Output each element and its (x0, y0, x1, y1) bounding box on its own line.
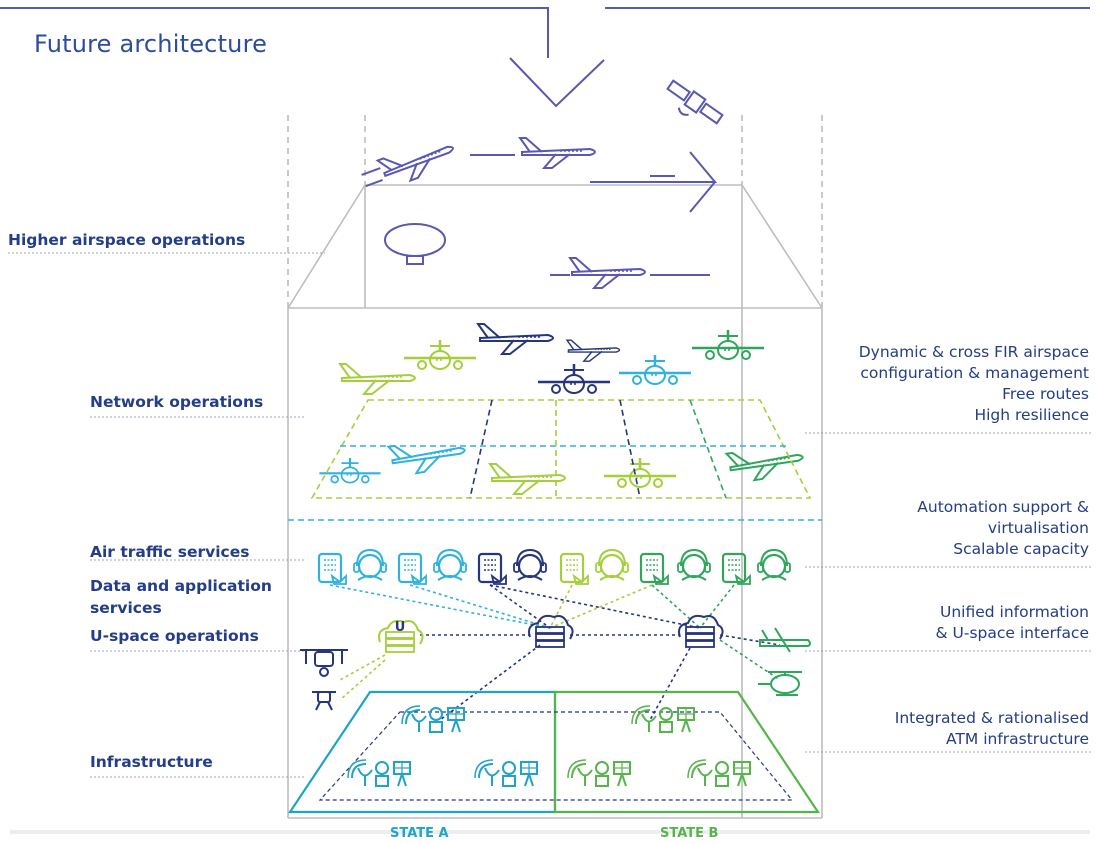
airplane-cyan-front-icon (617, 353, 693, 386)
airplane-navy-icon (477, 323, 554, 355)
airplane-lime-icon (339, 363, 416, 395)
benefit-integrated: Integrated & rationalised ATM infrastruc… (895, 708, 1089, 750)
benefit-unified: Unified information & U-space interface (936, 602, 1089, 644)
spaceplane-icon (550, 257, 710, 289)
business-jet-icon (470, 137, 596, 169)
helicopter-icon (758, 671, 802, 696)
drone-small-icon (312, 691, 336, 711)
data-server-icon (678, 614, 724, 648)
state-b-label: STATE B (660, 826, 719, 841)
benefit-automation-line: Scalable capacity (953, 540, 1089, 558)
building-frame (287, 115, 823, 819)
airplane-navy-front-icon (536, 362, 612, 395)
benefit-network: Dynamic & cross FIR airspace configurati… (859, 342, 1089, 426)
benefit-unified-line: Unified information (940, 603, 1089, 621)
benefit-integrated-line: Integrated & rationalised (894, 709, 1089, 727)
benefit-network-line: configuration & management (860, 364, 1089, 382)
atc-tablet-icon (721, 552, 752, 586)
radar-antenna-icon (687, 759, 751, 787)
atc-tablet-icon (639, 552, 670, 586)
data-server-icon (528, 614, 574, 648)
benefit-automation-line: Automation support & (917, 498, 1089, 516)
hypersonic-aircraft-icon (590, 151, 718, 213)
top-frame-lines (0, 7, 1090, 108)
radar-antenna-icon (631, 705, 695, 733)
benefit-integrated-line: ATM infrastructure (946, 730, 1089, 748)
benefit-automation: Automation support & virtualisation Scal… (917, 497, 1089, 560)
benefit-network-line: Dynamic & cross FIR airspace (858, 343, 1089, 361)
benefit-network-line: High resilience (974, 406, 1089, 424)
infrastructure-platform (287, 690, 821, 814)
satellite-icon (666, 79, 724, 125)
network-aircraft (318, 323, 806, 495)
atc-workstations (317, 548, 792, 586)
radar-antenna-icon (567, 759, 631, 787)
layer-label-infrastructure: Infrastructure (90, 753, 213, 771)
atc-headset-icon (352, 548, 388, 582)
benefit-automation-line: virtualisation (987, 519, 1089, 537)
higher-airspace-vehicles (361, 79, 724, 289)
atc-headset-icon (432, 548, 468, 582)
airship-icon (384, 223, 446, 265)
airplane-lime-front-icon (402, 338, 478, 371)
layer-label-data-app: Data and application services (90, 575, 272, 619)
airplane-cyan-side-icon (387, 435, 468, 478)
atc-tablet-icon (477, 552, 508, 586)
radar-antenna-icon (474, 759, 538, 787)
atc-headset-icon (756, 548, 792, 582)
atc-tablet-icon (397, 552, 428, 586)
radar-stations (347, 705, 751, 787)
airplane-navy-small-icon (566, 339, 621, 362)
airspace-grid (288, 399, 822, 521)
atc-headset-icon (676, 548, 712, 582)
label-leader-lines (8, 252, 1092, 778)
layer-label-data-app-line1: Data and application (90, 577, 272, 595)
light-aircraft-icon (759, 627, 811, 653)
benefit-network-line: Free routes (1002, 385, 1089, 403)
atc-tablet-icon (559, 552, 590, 586)
radar-antenna-icon (401, 705, 465, 733)
atc-headset-icon (512, 548, 548, 582)
benefit-unified-line: & U-space interface (935, 624, 1089, 642)
airplane-green-front-icon (690, 328, 766, 361)
layer-label-higher-airspace: Higher airspace operations (8, 231, 246, 249)
layer-label-network: Network operations (90, 393, 264, 411)
atc-tablet-icon (317, 552, 348, 586)
layer-label-uspace: U-space operations (90, 627, 259, 645)
layer-label-data-app-line2: services (90, 599, 162, 617)
airplane-lime-front2-icon (602, 456, 678, 489)
uspace-cloud-letter: U (395, 620, 406, 635)
layer-label-air-traffic: Air traffic services (90, 543, 250, 561)
airplane-lime-side-icon (489, 463, 566, 495)
supersonic-jet-icon (361, 133, 460, 190)
radar-antenna-icon (347, 759, 411, 787)
state-a-label: STATE A (390, 826, 449, 841)
drone-icon (300, 649, 348, 677)
atc-headset-icon (594, 548, 630, 582)
page-title: Future architecture (34, 30, 268, 58)
